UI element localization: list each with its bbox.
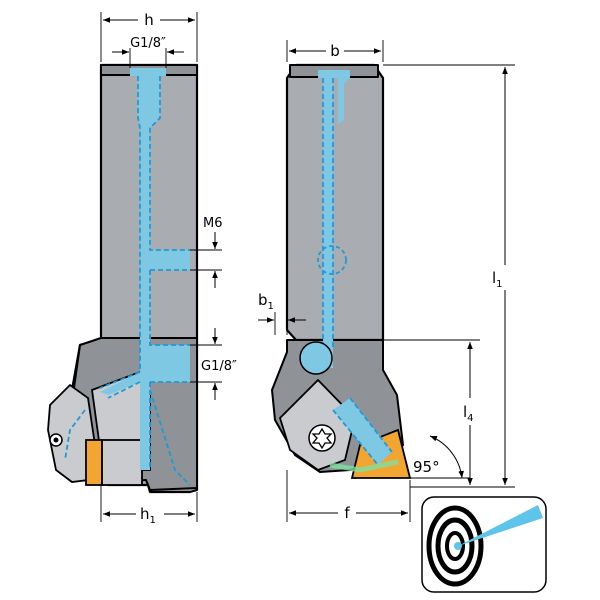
side-coolant-nozzle (333, 398, 392, 465)
target-ring-inner (445, 531, 465, 561)
label-f: f (344, 504, 350, 522)
label-angle: 95° (413, 458, 440, 476)
front-coolant-port-top (130, 68, 166, 76)
side-coolant-plug (317, 245, 347, 275)
side-view: b b1 l1 l4 f 95° (258, 40, 515, 522)
side-coolant-port-round (299, 341, 333, 375)
front-view: h G1/8″ M6 G1/8″ h1 (47, 11, 237, 526)
side-coolant-outline (322, 78, 334, 365)
front-insert-seat (101, 439, 143, 486)
label-b1: b1 (258, 291, 274, 312)
front-insert (85, 439, 103, 486)
target-ring-outer (426, 505, 484, 587)
side-clamp (278, 378, 356, 472)
label-g18-side: G1/8″ (201, 359, 237, 374)
front-coolant-bore (100, 76, 190, 470)
side-coolant-nozzle-outline (332, 397, 393, 466)
angle-arc (429, 435, 464, 479)
front-screw-center (53, 437, 59, 443)
front-coolant-outline (99, 76, 190, 470)
coolant-jet-target-icon (421, 496, 547, 593)
label-h: h (144, 11, 154, 29)
label-l1: l1 (492, 269, 503, 290)
jet-impact (454, 542, 462, 550)
torx-icon (311, 427, 333, 450)
side-coolant-entry (318, 70, 350, 124)
jet-stream-icon (458, 505, 543, 546)
side-shank (285, 63, 385, 342)
label-b: b (330, 42, 340, 60)
side-coolant-jet (329, 459, 399, 473)
label-l4: l4 (463, 403, 474, 424)
label-g18-top: G1/8″ (130, 36, 166, 51)
front-coolant-arm (64, 409, 86, 461)
side-coolant-bore (323, 78, 333, 368)
front-coolant-branch (149, 389, 191, 486)
target-ring-middle (435, 517, 475, 575)
label-h1: h1 (140, 505, 156, 526)
label-m6: M6 (203, 216, 223, 231)
